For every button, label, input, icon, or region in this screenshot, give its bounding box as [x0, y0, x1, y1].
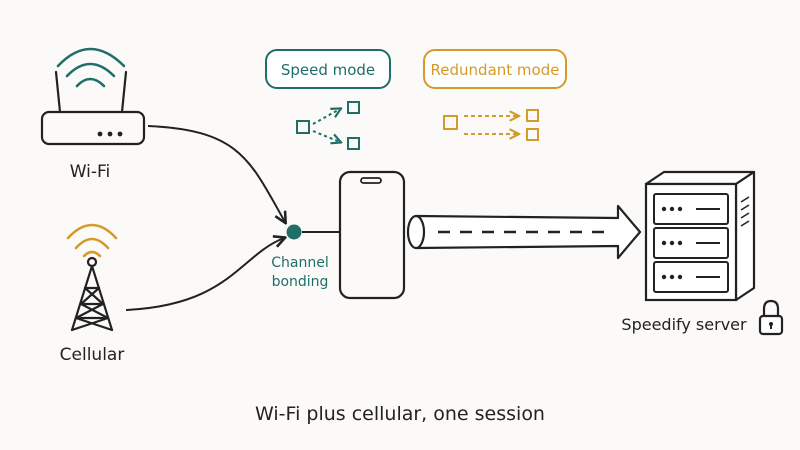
speed-mode-split-icon [296, 101, 360, 150]
server-label: Speedify server [621, 315, 747, 334]
lock-icon [758, 299, 784, 336]
server-icon [644, 170, 756, 302]
tunnel-arrow [406, 204, 642, 260]
redundant-mode-duplicate-icon [443, 109, 539, 141]
cellular-link-arrow [125, 238, 284, 311]
channel-bonding-node [286, 224, 302, 240]
cell-tower-icon [66, 223, 118, 332]
diagram-caption: Wi-Fi plus cellular, one session [255, 403, 545, 425]
cellular-label: Cellular [60, 345, 125, 365]
smartphone-icon [338, 170, 406, 300]
redundant-mode-label: Redundant mode [431, 61, 560, 79]
redundant-mode-box [423, 49, 567, 89]
channel-bonding-label-line1: Channel [271, 255, 328, 271]
wifi-label: Wi-Fi [70, 162, 111, 182]
router-icon [40, 47, 146, 146]
wifi-link-arrow [147, 125, 285, 222]
speed-mode-label: Speed mode [281, 61, 375, 79]
channel-bonding-label-line2: bonding [272, 274, 329, 290]
speed-mode-box [265, 49, 391, 89]
